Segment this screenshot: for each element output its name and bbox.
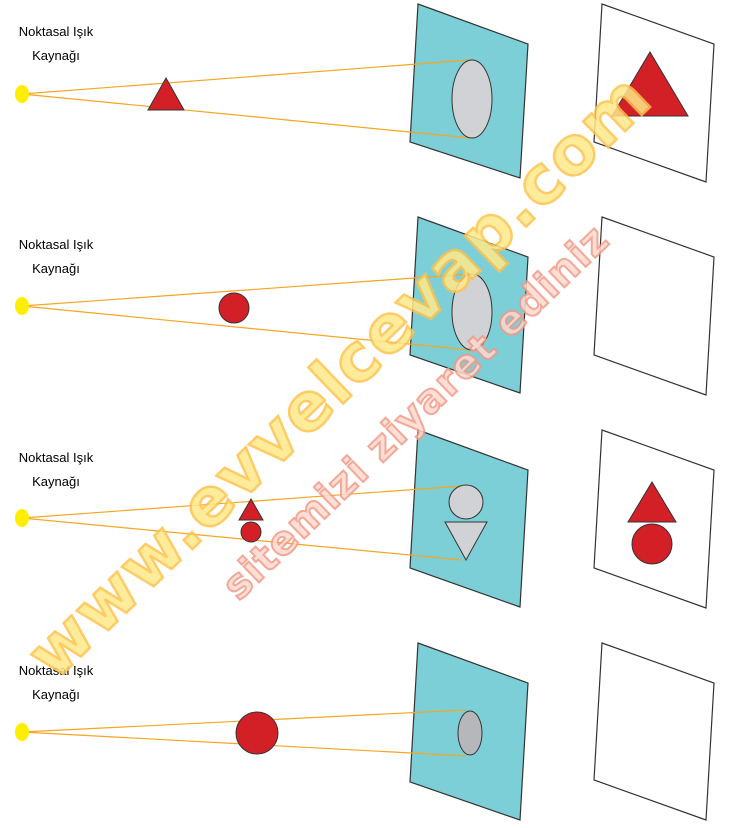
light-source-label: Noktasal Işık xyxy=(19,237,94,252)
light-source-label: Kaynağı xyxy=(32,474,80,489)
circle-shadow xyxy=(448,484,484,520)
triangle-object xyxy=(147,76,185,111)
light-source-label: Noktasal Işık xyxy=(19,663,94,678)
triangle-object xyxy=(238,497,264,521)
circle-object xyxy=(218,292,250,324)
light-ray xyxy=(21,517,463,561)
circle-shadow xyxy=(631,523,673,565)
light-source-label: Kaynağı xyxy=(32,687,80,702)
light-source-label: Noktasal Işık xyxy=(19,450,94,465)
light-ray xyxy=(21,59,471,95)
panel-1: Noktasal Işık Kaynağı xyxy=(15,3,715,183)
panel-2: Noktasal Işık Kaynağı xyxy=(15,216,715,396)
point-light-source xyxy=(15,509,29,527)
triangle-shadow xyxy=(627,481,677,523)
light-source-label: Kaynağı xyxy=(32,48,80,63)
shadow-ellipse xyxy=(451,59,493,139)
triangle-shadow xyxy=(444,521,488,562)
light-ray xyxy=(21,305,471,351)
point-light-source xyxy=(15,297,29,315)
light-source-label: Kaynağı xyxy=(32,261,80,276)
panel-3: Noktasal Işık Kaynağı xyxy=(15,429,715,609)
point-light-source xyxy=(15,85,29,103)
answer-screen xyxy=(593,642,715,821)
panel-4: Noktasal Işık Kaynağı xyxy=(15,642,715,821)
triangle-shadow xyxy=(611,51,689,117)
circle-object xyxy=(235,711,279,755)
circle-object xyxy=(240,521,262,543)
light-ray xyxy=(21,485,463,519)
light-source-label: Noktasal Işık xyxy=(19,24,94,39)
point-light-source xyxy=(15,723,29,741)
watermark-main-text: www.evvelcevap.com xyxy=(12,58,666,693)
shadow-ellipse xyxy=(451,273,493,351)
watermark: www.evvelcevap.com sitemizi ziyaret edin… xyxy=(11,57,668,695)
answer-screen xyxy=(593,216,715,396)
light-ray xyxy=(21,273,471,307)
shadow-ellipse xyxy=(457,710,483,756)
light-ray xyxy=(21,93,471,139)
